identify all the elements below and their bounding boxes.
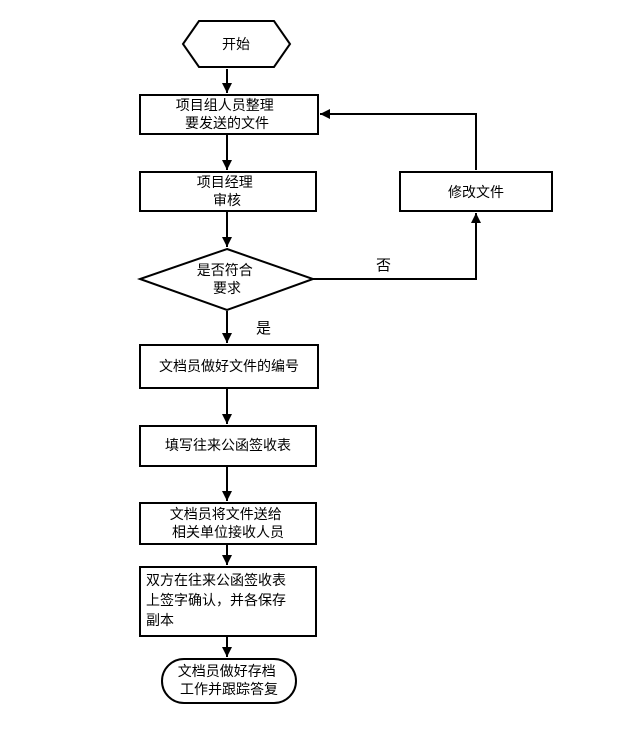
node-organize: 项目组人员整理 要发送的文件 [139, 94, 319, 135]
process-box [399, 171, 553, 212]
node-confirm: 双方在往来公函签收表 上签字确认，并各保存 副本 [139, 566, 317, 637]
node-confirm-text: 双方在往来公函签收表 上签字确认，并各保存 副本 [146, 572, 290, 629]
node-decision: 是否符合 要求 [136, 247, 316, 312]
process-box [139, 566, 317, 637]
node-form-text: 填写往来公函签收表 [165, 437, 291, 454]
node-deliver: 文档员将文件送给 相关单位接收人员 [139, 502, 317, 545]
edge-decision-to-modify [313, 213, 481, 280]
process-box [139, 344, 319, 389]
node-decision-text: 是否符合 要求 [197, 263, 257, 297]
terminal-rounded-shape [161, 658, 297, 704]
edge-label-yes: 是 [256, 319, 271, 337]
process-box [139, 502, 317, 545]
process-box [139, 171, 317, 212]
node-deliver-text: 文档员将文件送给 相关单位接收人员 [170, 507, 286, 541]
node-review: 项目经理 审核 [139, 171, 317, 212]
edge-label-no: 否 [376, 256, 391, 274]
edge-modify-to-organize [320, 109, 477, 170]
node-modify-text: 修改文件 [448, 185, 504, 201]
node-review-text: 项目经理 审核 [197, 175, 257, 209]
decision-diamond [136, 247, 316, 312]
start-terminal-shape [181, 20, 292, 68]
node-organize-text: 项目组人员整理 要发送的文件 [176, 98, 278, 132]
flow-edges [222, 69, 481, 657]
node-number: 文档员做好文件的编号 [139, 344, 319, 389]
node-start-text: 开始 [222, 37, 250, 53]
node-modify: 修改文件 [399, 171, 553, 212]
node-archive: 文档员做好存档 工作并跟踪答复 [161, 658, 297, 704]
node-number-text: 文档员做好文件的编号 [159, 359, 299, 375]
node-form: 填写往来公函签收表 [139, 425, 317, 467]
process-box [139, 425, 317, 467]
node-archive-text: 文档员做好存档 工作并跟踪答复 [178, 664, 280, 698]
node-start: 开始 [181, 20, 292, 68]
process-box [139, 94, 319, 135]
